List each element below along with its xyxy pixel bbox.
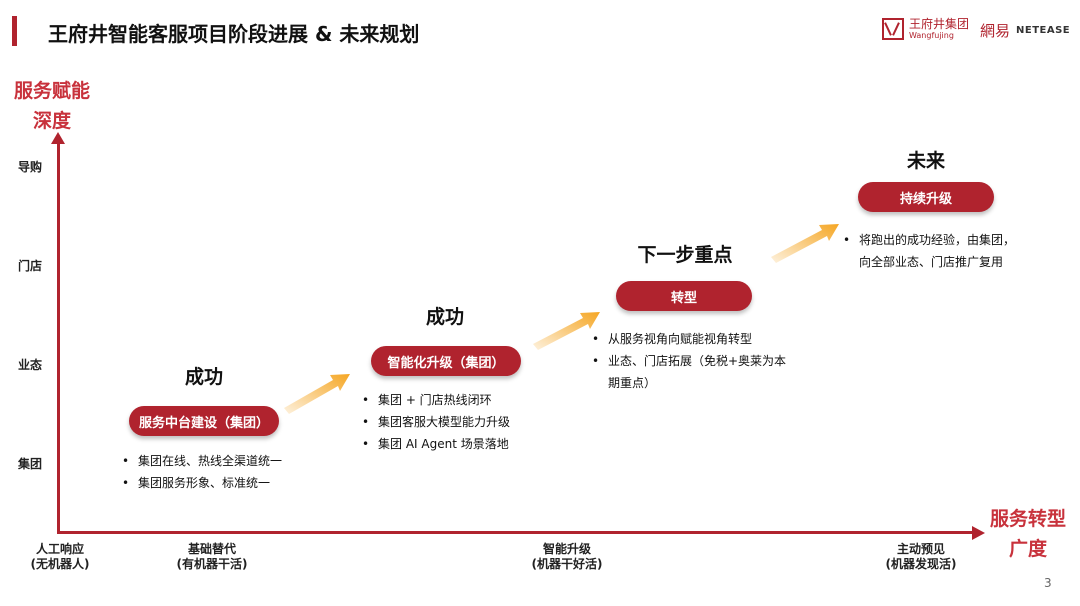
x-tick-label: 智能升级 (机器干好活) <box>531 542 603 571</box>
arrow-icon <box>533 312 600 350</box>
y-tick-label: 集团 <box>18 457 43 471</box>
bullet-item: 业态、门店拓展（免税+奥莱为本期重点） <box>592 350 787 394</box>
wangfujing-logo: 王府井集团 Wangfujing <box>882 18 969 40</box>
x-tick-label: 主动预见 (机器发现活) <box>885 542 957 571</box>
y-tick-label: 业态 <box>18 358 43 372</box>
stage-bullets: 将跑出的成功经验，由集团，向全部业态、门店推广复用 <box>843 229 1023 273</box>
bullet-item: 集团服务形象、标准统一 <box>122 472 342 494</box>
bullet-item: 集团客服大模型能力升级 <box>362 411 582 433</box>
x-axis-arrow-icon <box>972 526 985 540</box>
y-axis-label: 服务赋能 深度 <box>14 80 91 132</box>
page-title: 王府井智能客服项目阶段进展 & 未来规划 <box>48 22 420 46</box>
y-tick-label: 导购 <box>18 160 43 174</box>
bullet-item: 集团 AI Agent 场景落地 <box>362 433 582 455</box>
x-tick-label: 人工响应 (无机器人) <box>30 542 90 571</box>
arrow-icon <box>284 374 350 414</box>
bullet-item: 集团在线、热线全渠道统一 <box>122 450 342 472</box>
stage-title: 未来 <box>906 150 945 172</box>
stage-bullets: 从服务视角向赋能视角转型 业态、门店拓展（免税+奥莱为本期重点） <box>592 328 787 394</box>
bullet-item: 集团 + 门店热线闭环 <box>362 389 582 411</box>
stage-title: 下一步重点 <box>637 244 733 266</box>
stage-title: 成功 <box>425 306 464 328</box>
netease-logo-cn: 網易 <box>980 22 1011 40</box>
stage-pill: 智能化升级（集团） <box>371 346 521 376</box>
stage-pill: 服务中台建设（集团） <box>129 406 279 436</box>
x-axis-line <box>57 531 977 534</box>
y-tick-label: 门店 <box>18 259 43 273</box>
y-axis-arrow-icon <box>51 132 65 144</box>
wangfujing-logo-icon <box>882 18 904 40</box>
stage-bullets: 集团 + 门店热线闭环 集团客服大模型能力升级 集团 AI Agent 场景落地 <box>362 389 582 455</box>
title-accent-bar <box>12 16 17 46</box>
y-axis-line <box>57 140 60 534</box>
netease-logo-en: NETEASE <box>1016 25 1071 36</box>
stage-bullets: 集团在线、热线全渠道统一 集团服务形象、标准统一 <box>122 450 342 494</box>
wangfujing-logo-subtext: Wangfujing <box>909 31 954 40</box>
bullet-item: 从服务视角向赋能视角转型 <box>592 328 787 350</box>
wangfujing-logo-text: 王府井集团 <box>909 17 970 31</box>
bullet-item: 将跑出的成功经验，由集团，向全部业态、门店推广复用 <box>843 229 1023 273</box>
page-number: 3 <box>1044 576 1052 590</box>
x-axis-label: 服务转型 广度 <box>990 508 1067 560</box>
netease-logo: 網易 NETEASE <box>980 20 1070 41</box>
x-tick-label: 基础替代 (有机器干活) <box>176 542 248 571</box>
stage-pill: 转型 <box>616 281 752 311</box>
stage-pill: 持续升级 <box>858 182 994 212</box>
stage-title: 成功 <box>184 366 223 388</box>
arrow-icon <box>771 224 839 263</box>
